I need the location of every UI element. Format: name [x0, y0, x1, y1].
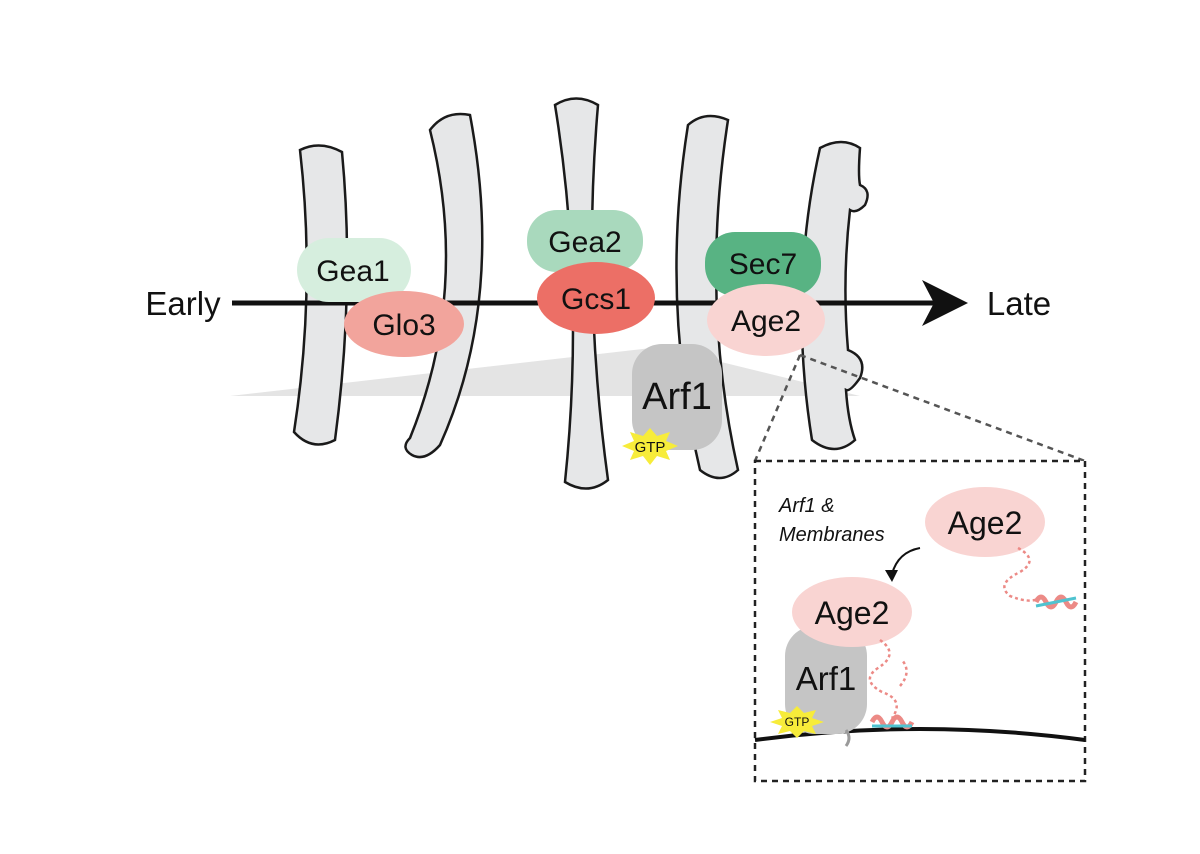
inset-age2-bound-shape [792, 577, 912, 647]
gea2-shape [527, 210, 643, 272]
inset-caption-line2: Membranes [779, 524, 885, 546]
inset-age2-free-label: Age2 [948, 505, 1023, 541]
inset-age2-bound-helix [869, 714, 915, 730]
inset-age2-free: Age2 [925, 487, 1079, 610]
sec7-shape [705, 232, 821, 296]
inset-age2-free-shape [925, 487, 1045, 557]
glo3-shape [344, 291, 464, 357]
glo3-label: Glo3 [372, 309, 435, 342]
cisterna-2 [404, 112, 484, 459]
gea2-protein: Gea2 [527, 210, 643, 272]
inset-arf1-shape [785, 626, 867, 734]
axis-end-label: Late [987, 285, 1051, 322]
age2-protein: Age2 [707, 284, 825, 356]
inset-age2-bound-tail-tip [899, 659, 908, 687]
age2-label: Age2 [731, 305, 801, 338]
zoom-line-right [799, 353, 1086, 463]
gea2-label: Gea2 [548, 226, 621, 259]
zoom-line-left [753, 354, 802, 462]
axis-start-label: Early [145, 285, 221, 322]
gea1-shape [297, 238, 411, 302]
inset-panel: Arf1 & Membranes Age2 Arf1 Age2 [753, 459, 1087, 783]
gcs1-shape [537, 262, 655, 334]
gtp-badge: GTP [622, 428, 678, 465]
inset-arf1-anchor [844, 729, 851, 747]
gea1-label: Gea1 [316, 255, 389, 288]
arf1-shape [632, 344, 722, 450]
arf1-label: Arf1 [642, 376, 712, 418]
cisterna-5 [800, 140, 869, 451]
inset-age2-bound-tail [868, 638, 898, 719]
inset-caption-line1: Arf1 & [778, 495, 835, 517]
inset-age2-free-helix [1033, 594, 1079, 610]
arf1-protein: Arf1 [632, 344, 722, 450]
age2-shape [707, 284, 825, 356]
gtp-star-icon [622, 428, 678, 465]
inset-age2-bound: Age2 [792, 577, 915, 730]
inset-arf1: Arf1 [785, 626, 867, 747]
inset-gtp-badge: GTP [770, 706, 824, 738]
inset-age2-free-tail [1003, 546, 1041, 602]
gcs1-label: Gcs1 [561, 283, 631, 316]
axis-arrowhead [922, 280, 968, 326]
gcs1-protein: Gcs1 [537, 262, 655, 334]
inset-gtp-star-icon [770, 706, 824, 738]
inset-recruitment-arrowhead [885, 570, 898, 582]
sec7-label: Sec7 [729, 248, 797, 281]
inset-arf1-label: Arf1 [796, 660, 857, 697]
glo3-protein: Glo3 [344, 291, 464, 357]
gea1-protein: Gea1 [297, 238, 411, 302]
inset-gtp-label: GTP [785, 715, 810, 729]
zoom-connector [753, 353, 1086, 463]
sec7-protein: Sec7 [705, 232, 821, 296]
gtp-label: GTP [635, 439, 666, 456]
inset-age2-bound-label: Age2 [815, 595, 890, 631]
